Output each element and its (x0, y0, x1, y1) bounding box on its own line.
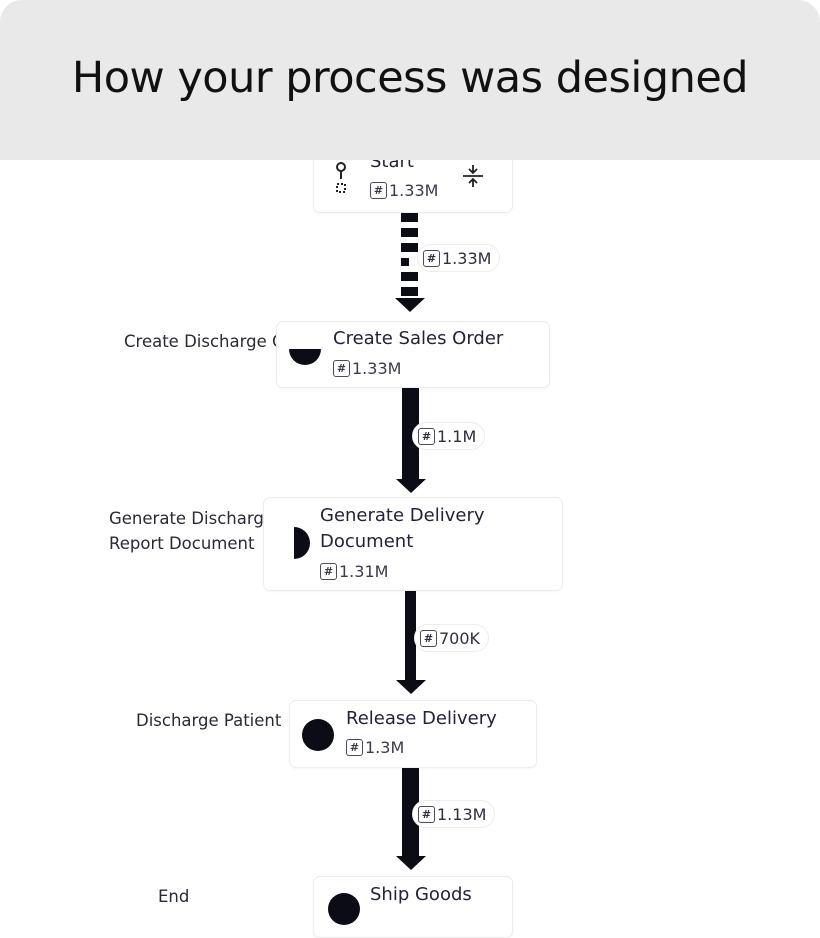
activity-node-release-delivery[interactable]: Release Delivery #1.3M (289, 700, 537, 768)
node-count-value: 1.3M (365, 738, 405, 757)
node-count: #1.33M (333, 359, 401, 378)
start-node-count-value: 1.33M (389, 181, 439, 200)
edge-start-count: 1.33M (442, 248, 492, 268)
edge-2-count: 700K (439, 628, 481, 648)
node-count-value: 1.33M (352, 359, 402, 378)
hash-icon: # (418, 805, 435, 823)
side-label-node-1: Create Discharge Order (124, 332, 319, 351)
pie-progress-icon (294, 527, 310, 559)
page-title: How your process was designed (71, 53, 749, 103)
start-node-count: #1.33M (370, 181, 438, 200)
node-count: #1.31M (320, 562, 388, 581)
edge-start-badge: #1.33M (417, 244, 501, 272)
hash-icon: # (418, 427, 435, 445)
header-banner: How your process was designed (0, 0, 820, 160)
side-label-node-4: End (158, 887, 190, 906)
node-title: Release Delivery (346, 708, 497, 729)
pie-progress-icon (289, 349, 321, 365)
expand-collapse-icon[interactable] (461, 163, 485, 189)
side-label-node-3: Discharge Patient (136, 711, 282, 730)
activity-node-create-sales-order[interactable]: Create Sales Order #1.33M (276, 321, 550, 388)
node-count-value: 1.31M (339, 562, 389, 581)
node-title: Generate Delivery Document (320, 505, 485, 552)
activity-node-ship-goods[interactable]: Ship Goods (313, 876, 513, 938)
edge-1-badge: #1.1M (412, 422, 486, 450)
pie-progress-icon (328, 893, 360, 925)
pie-progress-icon (302, 719, 334, 751)
edge-3-count: 1.13M (437, 804, 487, 824)
edge-2-badge: #700K (414, 624, 490, 652)
hash-icon: # (320, 563, 337, 580)
node-title: Ship Goods (370, 884, 472, 905)
edge-3-badge: #1.13M (412, 800, 496, 828)
edge-1-count: 1.1M (437, 426, 477, 446)
node-title: Create Sales Order (333, 328, 504, 349)
hash-icon: # (370, 182, 387, 199)
hash-icon: # (333, 360, 350, 377)
activity-node-generate-delivery-document[interactable]: Generate Delivery Document #1.31M (263, 497, 563, 591)
side-label-node-2: Generate Discharge Report Document (109, 509, 274, 553)
start-node-icon (336, 162, 346, 193)
hash-icon: # (420, 629, 437, 647)
node-count: #1.3M (346, 738, 404, 757)
hash-icon: # (346, 739, 363, 756)
hash-icon: # (423, 249, 440, 267)
